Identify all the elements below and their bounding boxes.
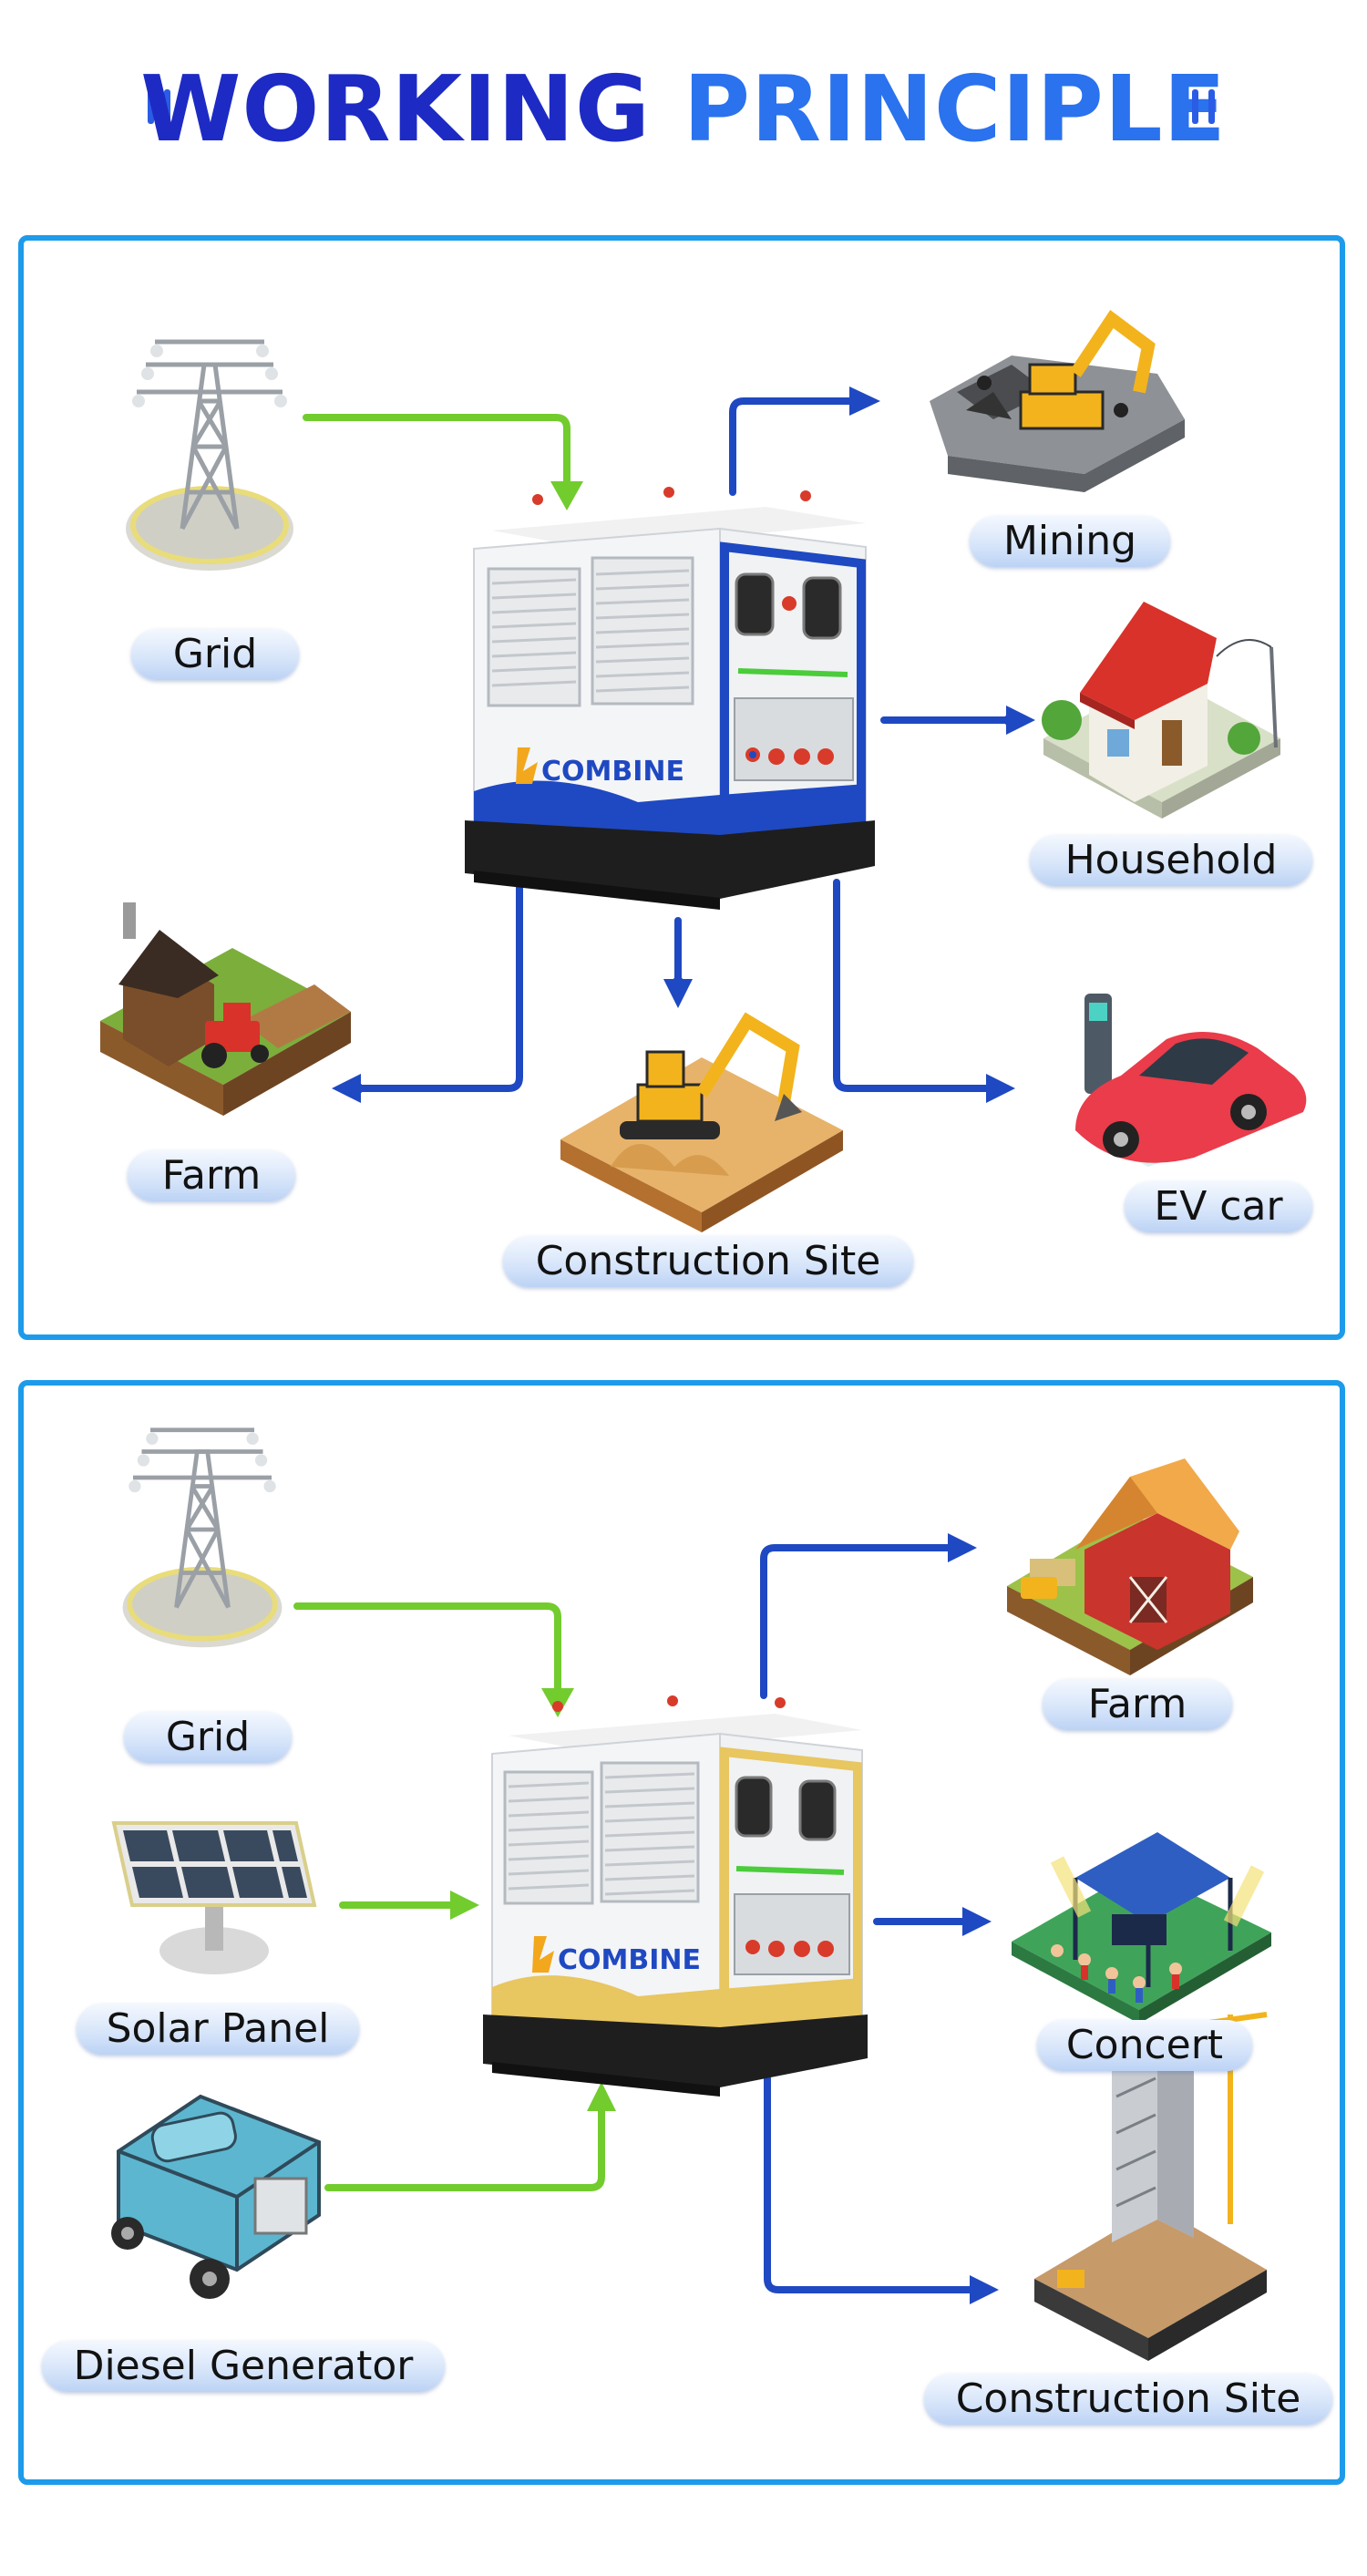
ev-car-icon bbox=[1075, 994, 1307, 1167]
arrow-cabinet-to-farm2 bbox=[760, 1544, 955, 1699]
solar-panel-icon bbox=[111, 1821, 317, 1974]
label-farm-2: Farm bbox=[1043, 1679, 1232, 1730]
barn-icon bbox=[1007, 1458, 1253, 1675]
diesel-generator-icon bbox=[111, 2094, 321, 2299]
title-deco-left-2 bbox=[164, 89, 170, 124]
arrow-diesel-to-cabinet bbox=[324, 2102, 605, 2191]
title-deco-right-2 bbox=[1208, 89, 1215, 124]
arrow-cabinet-to-mining bbox=[729, 397, 860, 496]
label-farm: Farm bbox=[128, 1150, 295, 1201]
mining-excavator-icon bbox=[930, 309, 1185, 492]
panel1-arrows bbox=[303, 397, 1015, 1093]
label-diesel-generator: Diesel Generator bbox=[42, 2341, 445, 2392]
label-ev-car: EV car bbox=[1125, 1181, 1312, 1232]
label-construction-site-2: Construction Site bbox=[924, 2374, 1332, 2425]
concert-stage-icon bbox=[1012, 1832, 1271, 2024]
arrow-cabinet-to-ev bbox=[833, 879, 997, 1093]
arrow-cabinet-to-construction2 bbox=[764, 2075, 979, 2293]
label-solar-panel: Solar Panel bbox=[77, 2004, 359, 2055]
title-deco-left-1 bbox=[148, 89, 154, 124]
label-construction-site: Construction Site bbox=[503, 1236, 913, 1287]
panel1-arrowheads bbox=[332, 386, 1035, 1103]
arrow-grid2-to-cabinet bbox=[293, 1602, 561, 1701]
power-tower-icon bbox=[122, 1427, 283, 1648]
cabinet-logo-text: COMBINE bbox=[541, 756, 684, 788]
label-grid: Grid bbox=[131, 629, 299, 680]
cabinet-logo-text: COMBINE bbox=[558, 1944, 701, 1976]
label-household: Household bbox=[1030, 835, 1312, 886]
arrow-cabinet-to-farm bbox=[352, 879, 523, 1093]
house-icon bbox=[1042, 602, 1280, 819]
title-deco-right-1 bbox=[1192, 89, 1198, 124]
page-title: WORKING PRINCIPLE bbox=[140, 56, 1227, 162]
label-concert: Concert bbox=[1037, 2020, 1252, 2071]
building-crane-icon bbox=[1034, 2012, 1268, 2361]
combine-logo-icon bbox=[516, 747, 538, 784]
arrow-grid-to-cabinet bbox=[303, 414, 571, 496]
construction-excavator-icon bbox=[560, 1012, 843, 1232]
combine-logo-icon bbox=[532, 1936, 554, 1973]
label-grid-2: Grid bbox=[124, 1712, 292, 1763]
energy-storage-cabinet-icon: COMBINE bbox=[465, 487, 875, 910]
label-mining: Mining bbox=[970, 516, 1170, 567]
power-tower-icon bbox=[126, 339, 293, 571]
farm-tractor-icon bbox=[100, 902, 351, 1116]
energy-storage-cabinet-icon: COMBINE bbox=[483, 1695, 868, 2097]
panel2-arrows bbox=[293, 1544, 979, 2293]
